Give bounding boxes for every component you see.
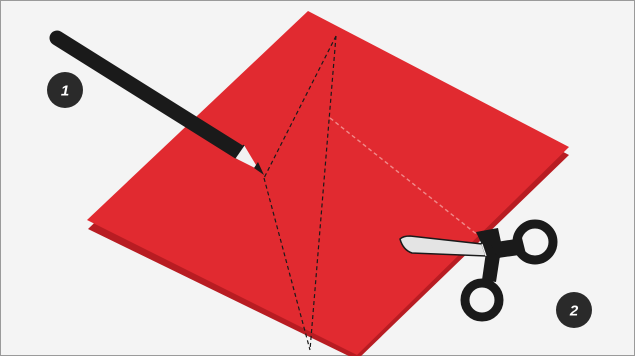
step-2-badge: 2 [556,292,592,328]
step-1-number: 1 [61,83,69,100]
step-1-badge: 1 [47,72,83,108]
step-2-number: 2 [569,303,579,320]
